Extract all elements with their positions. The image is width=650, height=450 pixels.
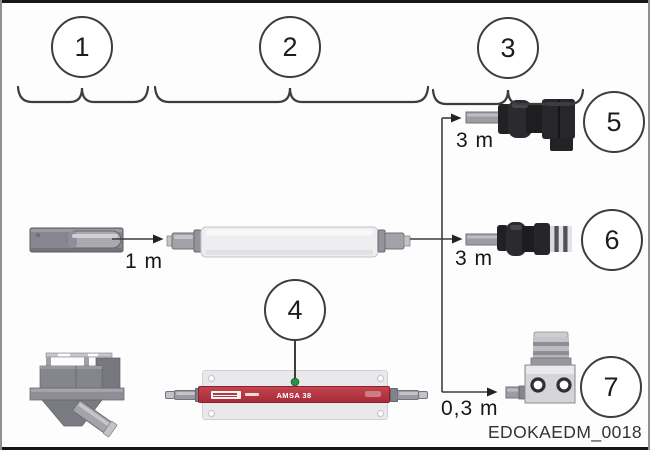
callout-5-number: 5: [606, 106, 622, 137]
mounting-bracket-illustration: [29, 352, 125, 438]
callout-5: 5: [583, 91, 645, 153]
measurement-3m-middle: 3 m: [455, 247, 494, 270]
callout-1: 1: [51, 16, 113, 78]
amsa-marking-dash: [245, 393, 259, 396]
amsa-red-housing: AMSA 38: [198, 386, 390, 403]
straight-connector-illustration: [465, 222, 572, 256]
reflector-unit-illustration: [505, 331, 576, 404]
brace-section-1: [16, 85, 150, 104]
amsa-device-label: AMSA 38: [276, 391, 312, 400]
callout-7-number: 7: [603, 371, 619, 402]
measurement-1m: 1 m: [125, 250, 164, 273]
frame-bottom-edge: [0, 447, 650, 450]
callout-4-number: 4: [287, 294, 303, 325]
callout-2-number: 2: [282, 31, 298, 62]
frame-right-edge: [648, 0, 650, 450]
amsa-right-cable: [397, 390, 419, 400]
angled-connector-illustration: [465, 99, 575, 151]
callout-3-number: 3: [500, 32, 516, 63]
callout-4: 4: [264, 279, 326, 341]
callout-7: 7: [580, 356, 642, 418]
screw-hole: [377, 375, 384, 382]
sensor-head-illustration: [29, 227, 124, 253]
measurement-03m: 0,3 m: [441, 397, 499, 420]
brace-section-2: [153, 85, 430, 104]
extension-cable-illustration: [166, 226, 411, 258]
amsa-left-cable: [174, 390, 196, 400]
frame-top-edge: [0, 0, 650, 3]
amsa-type-plate: [211, 391, 241, 399]
figure-code: EDOKAEDM_0018: [487, 422, 642, 442]
amsa-marking-right: [365, 391, 381, 397]
frame-left-edge: [0, 0, 2, 450]
amsa-right-cable-tip: [418, 391, 428, 399]
screw-hole: [208, 375, 215, 382]
measurement-3m-top: 3 m: [456, 129, 495, 152]
callout-2: 2: [259, 16, 321, 78]
callout-6-number: 6: [604, 224, 620, 255]
callout-6: 6: [581, 209, 643, 271]
amplifier-device: AMSA 38: [165, 368, 428, 426]
callout-1-number: 1: [74, 31, 90, 62]
callout-3: 3: [477, 17, 539, 79]
screw-hole: [377, 410, 384, 417]
screw-hole: [208, 410, 215, 417]
